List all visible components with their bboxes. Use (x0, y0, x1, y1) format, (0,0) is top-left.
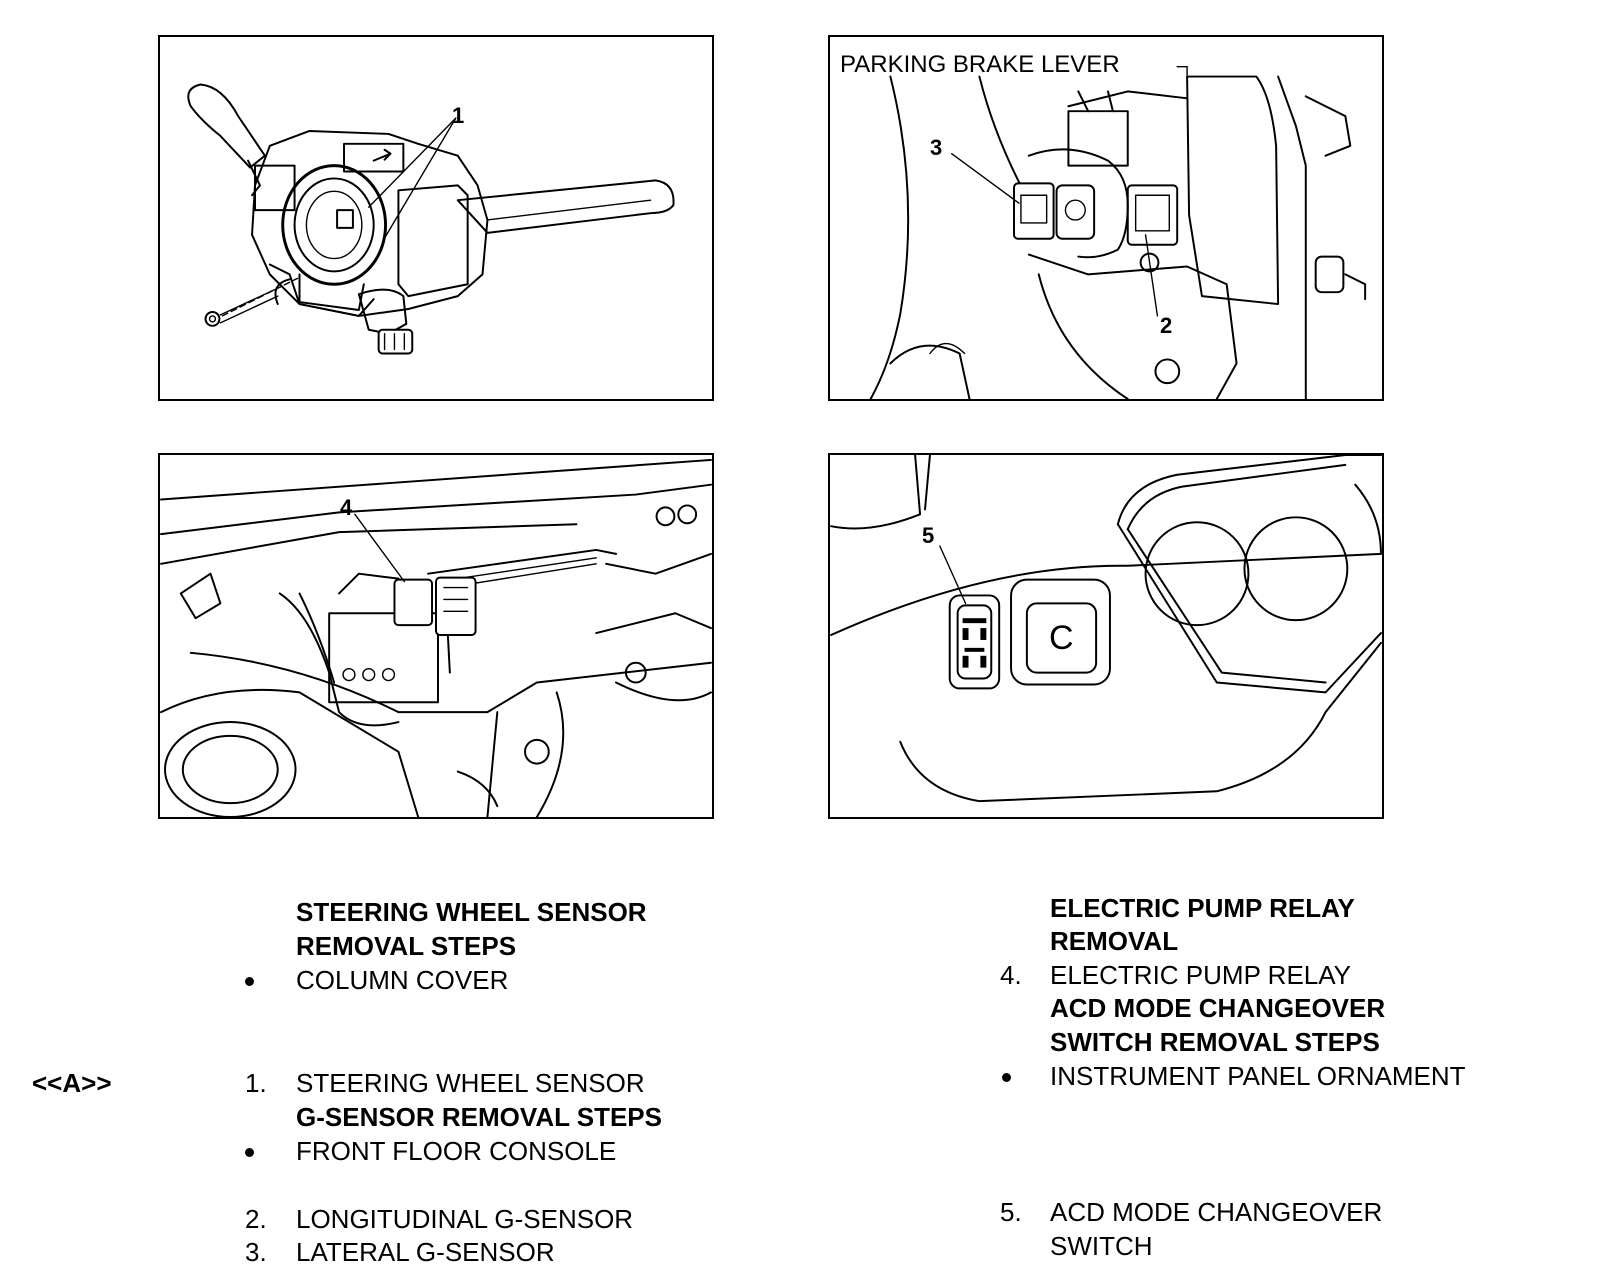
console-g-sensor-illustration (869, 65, 1367, 399)
g-sensor-heading: G-SENSOR REMOVAL STEPS (296, 1102, 662, 1132)
step-5-acd-mode-changeover-line1: ACD MODE CHANGEOVER (1050, 1197, 1383, 1227)
figure-steering-wheel-sensor: 1 (158, 35, 714, 401)
engine-bay-relay-illustration (160, 458, 712, 817)
pump-relay-heading-line2: REMOVAL (1050, 926, 1179, 956)
step-5-number: 5. (1000, 1197, 1022, 1227)
figure-acd-mode-switch: 5 C (828, 453, 1384, 819)
parking-brake-lever-label: PARKING BRAKE LEVER (840, 51, 1120, 78)
callout-3: 3 (930, 135, 943, 160)
step-2-number: 2. (245, 1204, 267, 1234)
prep-column-cover: COLUMN COVER (296, 965, 509, 995)
steering-sensor-heading-line1: STEERING WHEEL SENSOR (296, 897, 647, 927)
acd-switch-heading-line1: ACD MODE CHANGEOVER (1050, 993, 1386, 1023)
bullet-instrument-panel-ornament (1002, 1073, 1011, 1082)
figure-parking-brake-g-sensors: PARKING BRAKE LEVER 3 2 (828, 35, 1384, 401)
step-1-steering-wheel-sensor: STEERING WHEEL SENSOR (296, 1068, 645, 1098)
step-3-number: 3. (245, 1237, 267, 1267)
callout-2: 2 (1160, 313, 1173, 338)
bullet-column-cover (245, 977, 254, 986)
figure-electric-pump-relay: 4 (158, 453, 714, 819)
step-2-longitudinal-g-sensor: LONGITUDINAL G-SENSOR (296, 1204, 634, 1234)
step-1-number: 1. (245, 1068, 267, 1098)
step-5-acd-mode-changeover-line2: SWITCH (1050, 1231, 1153, 1261)
prep-instrument-panel-ornament: INSTRUMENT PANEL ORNAMENT (1050, 1061, 1466, 1091)
step-4-number: 4. (1000, 960, 1022, 990)
acd-switch-heading-line2: SWITCH REMOVAL STEPS (1050, 1027, 1380, 1057)
callout-4: 4 (340, 495, 353, 520)
steering-sensor-heading-line2: REMOVAL STEPS (296, 931, 517, 961)
bullet-front-floor-console (245, 1148, 254, 1157)
prep-front-floor-console: FRONT FLOOR CONSOLE (296, 1136, 617, 1166)
step-3-lateral-g-sensor: LATERAL G-SENSOR (296, 1237, 555, 1267)
pump-relay-heading-line1: ELECTRIC PUMP RELAY (1050, 893, 1355, 923)
callout-5: 5 (922, 523, 935, 548)
steering-column-switch-illustration (187, 83, 675, 355)
callout-1: 1 (452, 103, 465, 128)
instrument-panel-switch-illustration (830, 455, 1382, 803)
switch-letter-c: C (1049, 619, 1074, 657)
step-4-electric-pump-relay: ELECTRIC PUMP RELAY (1050, 960, 1352, 990)
service-note-tag-a: <<A>> (32, 1068, 112, 1098)
